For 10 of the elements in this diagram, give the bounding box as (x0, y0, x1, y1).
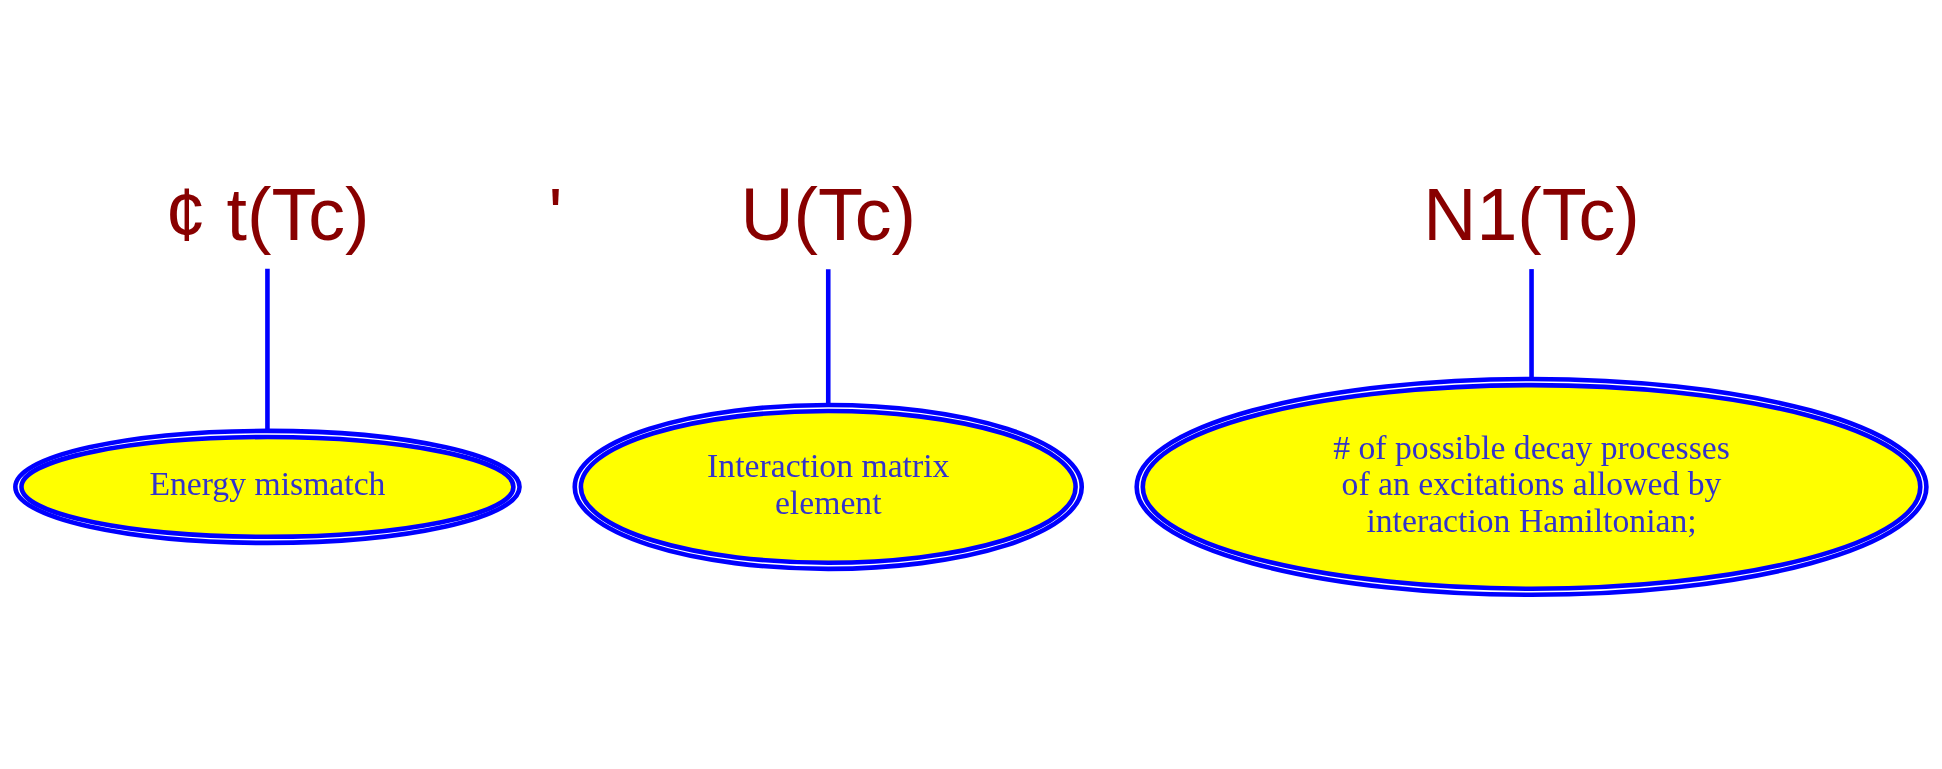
node-ellipse: # of possible decay processes of an excitations allowed by interaction Hamiltonian; (1134, 376, 1929, 597)
connector (1529, 268, 1534, 379)
node-text: ' (548, 172, 563, 256)
node-text: U(Tc) (740, 172, 917, 256)
node-ellipse: Interaction matrix element (572, 402, 1085, 571)
node-ellipse: Energy mismatch (13, 428, 522, 545)
connector (265, 268, 270, 430)
node-text: N1(Tc) (1423, 172, 1640, 256)
connector (825, 268, 831, 405)
node-text: ¢ t(Tc) (165, 172, 370, 256)
